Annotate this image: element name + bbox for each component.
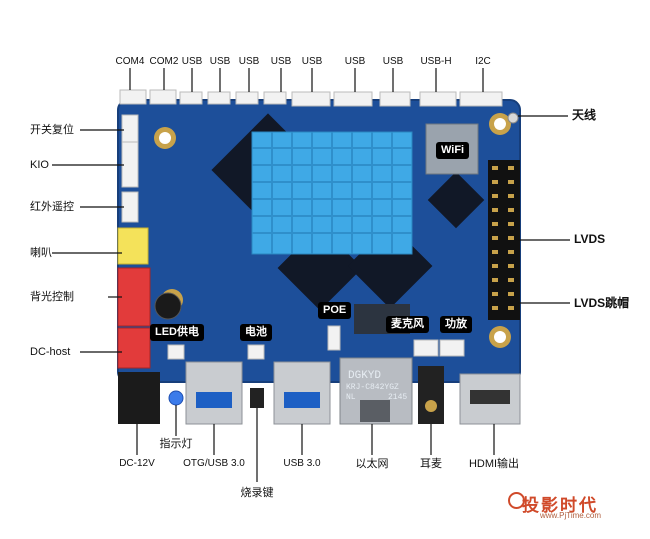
label-lvds: LVDS [574,232,606,246]
label-usb: USB [270,56,292,67]
speaker-connector [117,227,149,265]
label-indicator: 指示灯 [159,438,193,450]
label-usb3: USB 3.0 [283,458,321,469]
label-battery: 电池 [240,324,272,341]
label-com2: COM2 [149,56,179,67]
label-otg-usb3: OTG/USB 3.0 [183,458,245,469]
label-i2c: I2C [475,56,491,67]
dc-host-connector [117,327,151,369]
eth-code-text: 2145 [388,393,408,402]
battery-connector [247,344,265,360]
label-burn-key: 烧录键 [240,487,274,499]
label-usb: USB [382,56,404,67]
watermark-brand: 投影时代 [522,496,598,515]
label-hdmi-out: HDMI输出 [468,458,520,470]
mic-connector [413,339,439,357]
label-usb: USB [301,56,323,67]
burn-key [250,388,264,408]
label-backlight: 背光控制 [30,291,74,303]
label-lvds-jumper: LVDS跳帽 [574,296,630,310]
label-earphone: 耳麦 [420,458,442,470]
poe-connector [327,325,341,351]
indicator-led [168,390,184,406]
label-ethernet: 以太网 [355,458,389,470]
watermark-logo-icon [508,492,525,509]
eth-brand-text: DGKYD [348,370,382,382]
capacitor [154,292,182,320]
led-power-connector [167,344,185,360]
top-connectors [119,89,503,107]
earphone-jack [418,366,444,424]
label-usb: USB [209,56,231,67]
label-usb: USB [344,56,366,67]
label-usb: USB [181,56,203,67]
label-dc-host: DC-host [30,346,71,358]
dc-jack [118,372,160,424]
label-kio: KIO [30,159,49,171]
label-mic: 麦克风 [386,316,429,333]
label-poe: POE [318,302,352,319]
label-com4: COM4 [115,56,145,67]
eth-part-text: KRJ-C842YGZ [346,383,399,392]
amp-connector [439,339,465,357]
label-power-reset: 开关复位 [30,124,74,136]
label-dc12v: DC-12V [119,458,155,469]
watermark-url: www.PjTime.com [540,511,602,520]
label-ir-remote: 红外遥控 [30,201,74,213]
ir-connector [121,191,139,223]
kio-connector [121,141,139,188]
leader-lines [52,68,570,482]
backlight-connector [117,267,151,327]
label-antenna: 天线 [572,108,597,122]
label-speaker: 喇叭 [30,247,52,259]
eth-code-text: NL [346,393,356,402]
label-led-power: LED供电 [150,324,204,341]
label-wifi: WiFi [436,142,470,159]
label-usb: USB [238,56,260,67]
antenna-connector [507,112,519,124]
label-amp: 功放 [440,316,472,333]
label-usb-h: USB-H [420,56,452,67]
